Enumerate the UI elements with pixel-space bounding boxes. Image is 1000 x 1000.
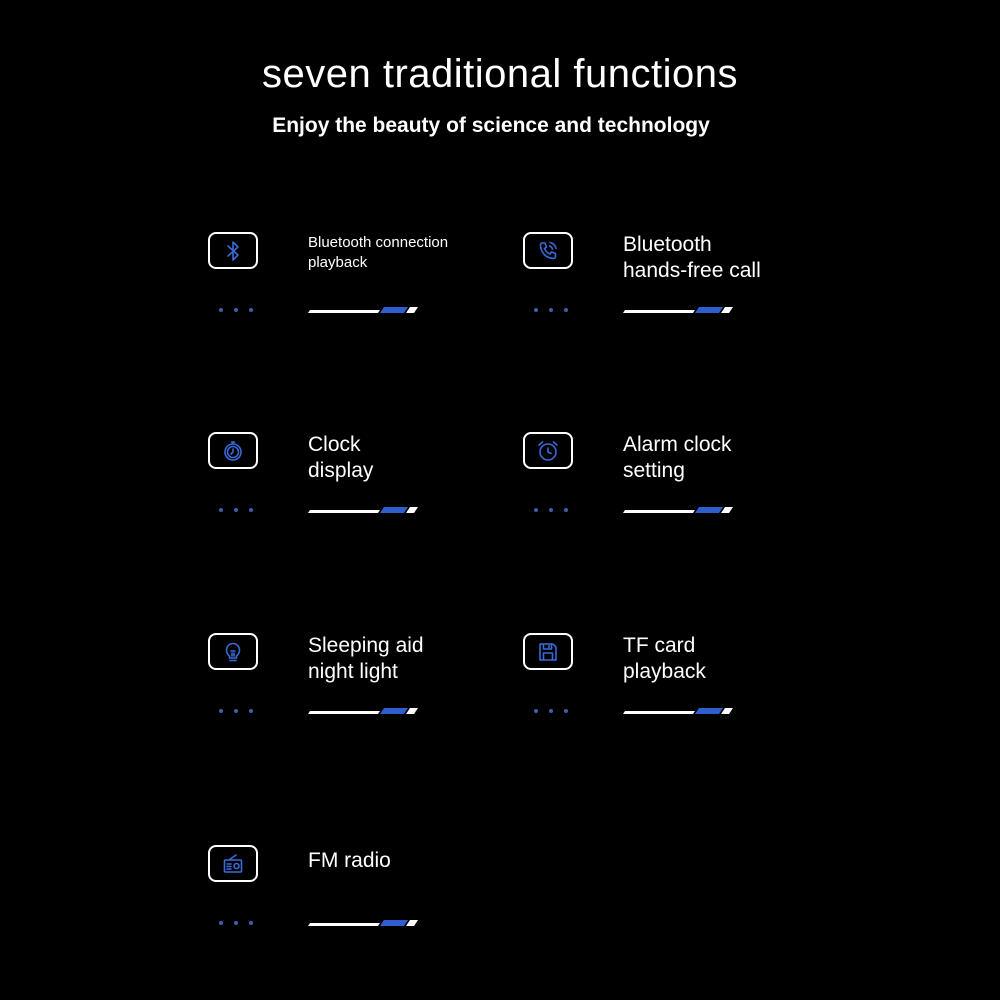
feature-night-light: Sleeping aid night light [208,633,508,733]
dots-indicator [219,308,253,314]
dots-indicator [534,308,568,314]
accent-bar [308,708,418,714]
bluetooth-icon [208,232,258,269]
dots-indicator [534,508,568,514]
accent-bar [308,307,418,313]
feature-fm-radio: FM radio [208,845,508,945]
feature-label: FM radio [308,849,391,872]
sd-card-icon [523,633,573,670]
feature-alarm-setting: Alarm clock setting [523,432,823,532]
page-subtitle: Enjoy the beauty of science and technolo… [272,114,710,137]
feature-label: Bluetooth connection playback [308,234,449,271]
phone-call-icon [523,232,573,269]
feature-label: Alarm clock setting [623,433,732,482]
feature-clock-display: Clock display [208,432,508,532]
clock-icon [208,432,258,469]
feature-label: Sleeping aid night light [308,634,424,683]
dots-indicator [219,709,253,715]
feature-bluetooth-playback: Bluetooth connection playback [208,232,508,332]
accent-bar [623,307,733,313]
feature-tf-card-playback: TF card playback [523,633,823,733]
accent-bar [308,507,418,513]
feature-handsfree-call: Bluetooth hands-free call [523,232,823,332]
radio-icon [208,845,258,882]
feature-label: TF card playback [623,634,706,683]
feature-label: Clock display [308,433,374,482]
dots-indicator [534,709,568,715]
light-bulb-icon [208,633,258,670]
dots-indicator [219,508,253,514]
feature-label: Bluetooth hands-free call [623,233,761,282]
page-title: seven traditional functions [262,52,738,96]
alarm-clock-icon [523,432,573,469]
accent-bar [308,920,418,926]
accent-bar [623,507,733,513]
dots-indicator [219,921,253,927]
accent-bar [623,708,733,714]
